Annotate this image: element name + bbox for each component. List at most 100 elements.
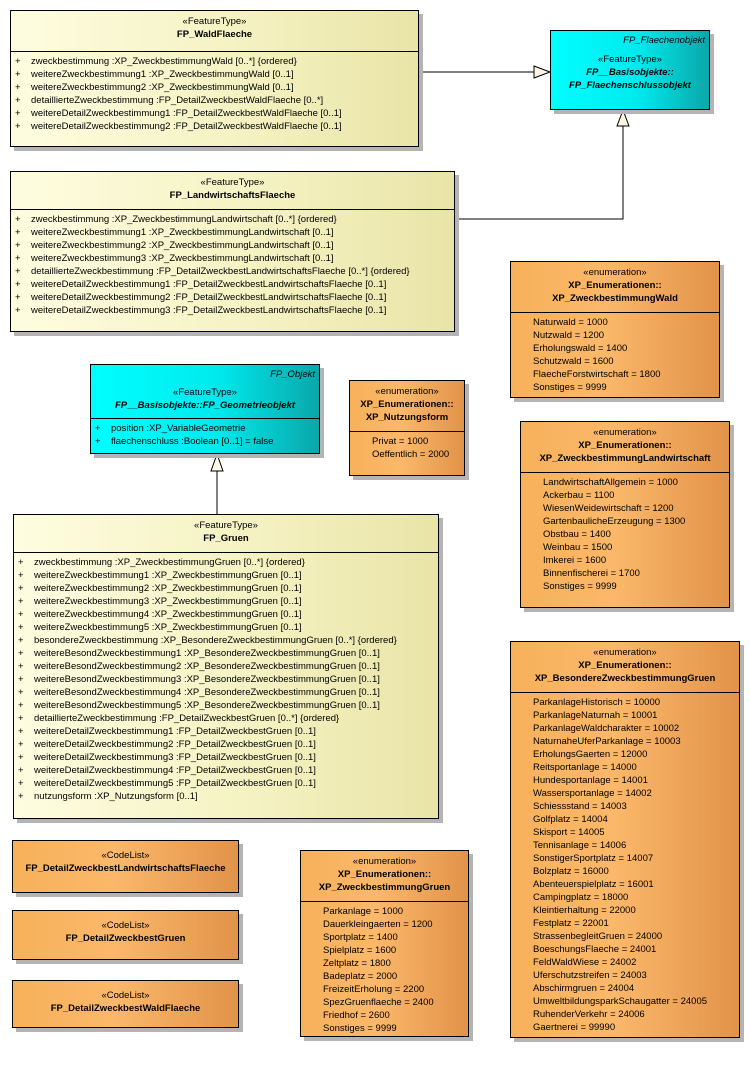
attribute-row[interactable]: +weitereBesondZweckbestimmung5 :XP_Beson… [18,700,380,711]
attribute-row[interactable]: +weitereDetailZweckbestimmung1 :FP_Detai… [15,108,342,119]
attribute-row[interactable]: +weitereZweckbestimmung1 :XP_Zweckbestim… [15,227,334,238]
enum-literal[interactable]: FreizeitErholung = 2200 [323,984,425,995]
enum-literal[interactable]: UmweltbildungsparkSchaugatter = 24005 [533,996,708,1007]
attribute-row[interactable]: +weitereBesondZweckbestimmung4 :XP_Beson… [18,687,380,698]
attribute-row[interactable]: +zweckbestimmung :XP_ZweckbestimmungWald… [15,56,297,67]
attribute-row[interactable]: +weitereBesondZweckbestimmung1 :XP_Beson… [18,648,380,659]
codelist-fp-detailzweckbestwaldflaeche[interactable]: «CodeList» FP_DetailZweckbestWaldFlaeche [12,980,239,1028]
enum-literal[interactable]: Reitsportanlage = 14000 [533,762,637,773]
attribute-row[interactable]: +weitereDetailZweckbestimmung2 :FP_Detai… [15,121,342,132]
enum-literal[interactable]: FlaecheForstwirtschaft = 1800 [533,369,661,380]
class-fp-gruen[interactable]: «FeatureType» FP_Gruen +zweckbestimmung … [13,514,439,819]
class-fp-waldflaeche[interactable]: «FeatureType» FP_WaldFlaeche +zweckbesti… [10,10,419,147]
attribute-row[interactable]: +weitereDetailZweckbestimmung1 :FP_Detai… [18,726,316,737]
enum-literal[interactable]: Weinbau = 1500 [543,542,613,553]
attribute-row[interactable]: +nutzungsform :XP_Nutzungsform [0..1] [18,791,198,802]
attribute-row[interactable]: +detaillierteZweckbestimmung :FP_DetailZ… [15,95,324,106]
enum-literal[interactable]: Skisport = 14005 [533,827,605,838]
attribute-row[interactable]: +weitereZweckbestimmung3 :XP_Zweckbestim… [15,253,334,264]
enum-literal[interactable]: LandwirtschaftAllgemein = 1000 [543,477,678,488]
class-fp-flaechenschlussobjekt[interactable]: FP_Flaechenobjekt «FeatureType» FP__Basi… [550,30,710,110]
enum-literal[interactable]: Friedhof = 2600 [323,1010,390,1021]
attribute-row[interactable]: +weitereDetailZweckbestimmung4 :FP_Detai… [18,765,316,776]
class-fp-geometrieobjekt[interactable]: FP_Objekt «FeatureType» FP__Basisobjekte… [90,364,320,454]
enum-literal[interactable]: Hundesportanlage = 14001 [533,775,648,786]
attribute-row[interactable]: +weitereZweckbestimmung5 :XP_Zweckbestim… [18,622,302,633]
enum-literal[interactable]: Ackerbau = 1100 [543,490,615,501]
attribute-row[interactable]: +detaillierteZweckbestimmung :FP_DetailZ… [18,713,340,724]
enum-literal[interactable]: Schutzwald = 1600 [533,356,614,367]
attribute-row[interactable]: +weitereDetailZweckbestimmung3 :FP_Detai… [15,305,387,316]
attribute-row[interactable]: +weitereZweckbestimmung2 :XP_Zweckbestim… [18,583,302,594]
attribute-row[interactable]: +weitereDetailZweckbestimmung3 :FP_Detai… [18,752,316,763]
enum-literal[interactable]: Gaertnerei = 99990 [533,1022,616,1033]
attribute-row[interactable]: +detaillierteZweckbestimmung :FP_DetailZ… [15,266,410,277]
enum-literal[interactable]: Obstbau = 1400 [543,529,611,540]
enum-literal[interactable]: StrassenbegleitGruen = 24000 [533,931,663,942]
enum-literal[interactable]: Sonstiges = 9999 [533,382,607,393]
enum-literal[interactable]: Nutzwald = 1200 [533,330,605,341]
enum-literal[interactable]: Kleintierhaltung = 22000 [533,905,636,916]
attribute-row[interactable]: +weitereDetailZweckbestimmung2 :FP_Detai… [18,739,316,750]
attribute-row[interactable]: +weitereZweckbestimmung1 :XP_Zweckbestim… [15,69,294,80]
enum-literal[interactable]: Uferschutzstreifen = 24003 [533,970,647,981]
enum-literal[interactable]: Campingplatz = 18000 [533,892,629,903]
enum-xp-besonderezweckbestimmunggruen[interactable]: «enumeration» XP_Enumerationen:: XP_Beso… [510,641,740,1038]
enum-literal[interactable]: Dauerkleingaerten = 1200 [323,919,433,930]
enum-xp-zweckbestimmungwald[interactable]: «enumeration» XP_Enumerationen:: XP_Zwec… [510,261,720,398]
enum-literal[interactable]: Sonstiges = 9999 [323,1023,397,1034]
enum-literal[interactable]: Tennisanlage = 14006 [533,840,627,851]
enum-literal[interactable]: Sonstiges = 9999 [543,581,617,592]
enum-literal[interactable]: SpezGruenflaeche = 2400 [323,997,434,1008]
attribute-row[interactable]: +weitereBesondZweckbestimmung3 :XP_Beson… [18,674,380,685]
enum-literal[interactable]: Festplatz = 22001 [533,918,609,929]
enum-literal[interactable]: Binnenfischerei = 1700 [543,568,640,579]
enum-literal[interactable]: Erholungswald = 1400 [533,343,628,354]
class-fp-landwirtschaftsflaeche[interactable]: «FeatureType» FP_LandwirtschaftsFlaeche … [10,171,455,332]
enum-literal[interactable]: Schiessstand = 14003 [533,801,627,812]
enum-literal[interactable]: NaturnaheUferParkanlage = 10003 [533,736,681,747]
attribute-row[interactable]: +flaechenschluss :Boolean [0..1] = false [95,436,274,447]
enum-literal[interactable]: ParkanlageWaldcharakter = 10002 [533,723,680,734]
attribute-row[interactable]: +besondereZweckbestimmung :XP_BesondereZ… [18,635,397,646]
enum-literal[interactable]: ErholungsGaerten = 12000 [533,749,648,760]
enum-literal[interactable]: Badeplatz = 2000 [323,971,398,982]
attribute-row[interactable]: +weitereDetailZweckbestimmung5 :FP_Detai… [18,778,316,789]
attribute-row[interactable]: +weitereBesondZweckbestimmung2 :XP_Beson… [18,661,380,672]
enum-xp-zweckbestimmunglandwirtschaft[interactable]: «enumeration» XP_Enumerationen:: XP_Zwec… [520,421,730,608]
enum-literal[interactable]: SonstigerSportplatz = 14007 [533,853,654,864]
enum-literal[interactable]: Oeffentlich = 2000 [372,449,450,460]
enum-literal[interactable]: ParkanlageNaturnah = 10001 [533,710,658,721]
attribute-row[interactable]: +zweckbestimmung :XP_ZweckbestimmungLand… [15,214,337,225]
enum-literal[interactable]: Spielplatz = 1600 [323,945,397,956]
attribute-row[interactable]: +zweckbestimmung :XP_ZweckbestimmungGrue… [18,557,305,568]
enum-literal[interactable]: Abschirmgruen = 24004 [533,983,635,994]
enum-xp-nutzungsform[interactable]: «enumeration» XP_Enumerationen:: XP_Nutz… [349,380,465,476]
enum-literal[interactable]: Golfplatz = 14004 [533,814,608,825]
enum-literal[interactable]: Privat = 1000 [372,436,429,447]
enum-literal[interactable]: FeldWaldWiese = 24002 [533,957,637,968]
attribute-row[interactable]: +weitereZweckbestimmung4 :XP_Zweckbestim… [18,609,302,620]
codelist-fp-detailzweckbestgruen[interactable]: «CodeList» FP_DetailZweckbestGruen [12,910,239,960]
enum-literal[interactable]: ParkanlageHistorisch = 10000 [533,697,661,708]
attribute-row[interactable]: +weitereDetailZweckbestimmung2 :FP_Detai… [15,292,387,303]
enum-literal[interactable]: Bolzplatz = 16000 [533,866,609,877]
enum-literal[interactable]: Abenteuerspielplatz = 16001 [533,879,654,890]
attribute-row[interactable]: +weitereZweckbestimmung2 :XP_Zweckbestim… [15,240,334,251]
enum-literal[interactable]: Parkanlage = 1000 [323,906,404,917]
enum-literal[interactable]: Zeltplatz = 1800 [323,958,391,969]
generalization-gruen-to-geometrieobjekt[interactable] [210,452,224,514]
enum-literal[interactable]: WiesenWeidewirtschaft = 1200 [543,503,674,514]
enum-literal[interactable]: Imkerei = 1600 [543,555,607,566]
attribute-row[interactable]: +position :XP_VariableGeometrie [95,423,246,434]
generalization-landwirtschaft-to-flaechenschluss[interactable] [455,108,630,220]
enum-literal[interactable]: RuhenderVerkehr = 24006 [533,1009,645,1020]
attribute-row[interactable]: +weitereDetailZweckbestimmung1 :FP_Detai… [15,279,387,290]
enum-xp-zweckbestimmunggruen[interactable]: «enumeration» XP_Enumerationen:: XP_Zwec… [300,850,469,1037]
enum-literal[interactable]: BoeschungsFlaeche = 24001 [533,944,657,955]
generalization-waldflaeche-to-flaechenschluss[interactable] [419,65,552,79]
attribute-row[interactable]: +weitereZweckbestimmung3 :XP_Zweckbestim… [18,596,302,607]
enum-literal[interactable]: GartenbaulicheErzeugung = 1300 [543,516,686,527]
attribute-row[interactable]: +weitereZweckbestimmung1 :XP_Zweckbestim… [18,570,302,581]
enum-literal[interactable]: Sportplatz = 1400 [323,932,398,943]
